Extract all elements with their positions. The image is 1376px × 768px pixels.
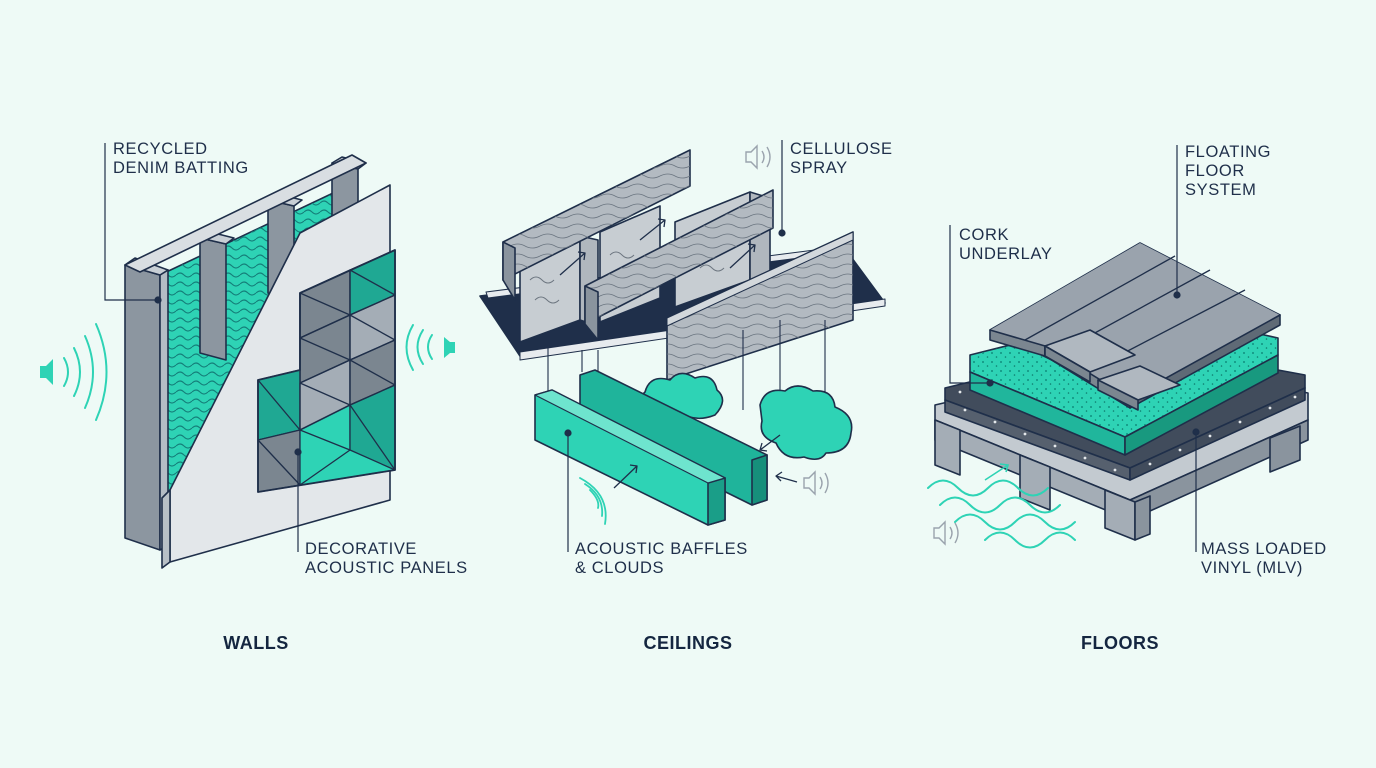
label-recycled-denim-batting: RECYCLED DENIM BATTING bbox=[113, 140, 249, 177]
section-title-ceilings: CEILINGS bbox=[643, 633, 733, 653]
label-cork-underlay: CORK UNDERLAY bbox=[959, 226, 1053, 263]
arrow-icon bbox=[559, 218, 756, 276]
ceiling-assembly bbox=[479, 149, 886, 526]
top-plate bbox=[124, 154, 367, 273]
speaker-icon bbox=[40, 359, 53, 385]
floor-assembly bbox=[934, 242, 1309, 541]
stud bbox=[199, 237, 227, 361]
arrow-icon bbox=[613, 434, 798, 489]
arrow-icon bbox=[984, 463, 1010, 481]
section-title-walls: WALLS bbox=[223, 633, 289, 653]
sound-wave-icon bbox=[63, 323, 108, 421]
section-title-floors: FLOORS bbox=[1081, 633, 1159, 653]
acoustic-cloud bbox=[759, 385, 853, 461]
sound-wave-icon bbox=[927, 479, 1076, 549]
speaker-icon bbox=[933, 520, 959, 546]
speaker-icon bbox=[745, 144, 771, 170]
speaker-icon bbox=[803, 470, 829, 496]
sound-wave-icon bbox=[579, 477, 607, 525]
label-cellulose-spray: CELLULOSE SPRAY bbox=[790, 140, 893, 177]
decorative-acoustic-panels bbox=[257, 249, 396, 493]
speaker-icon bbox=[444, 337, 455, 358]
label-floating-floor-system: FLOATING FLOOR SYSTEM bbox=[1185, 143, 1272, 199]
label-mass-loaded-vinyl: MASS LOADED VINYL (MLV) bbox=[1201, 540, 1327, 577]
label-acoustic-baffles-clouds: ACOUSTIC BAFFLES & CLOUDS bbox=[575, 540, 748, 577]
label-decorative-acoustic-panels: DECORATIVE ACOUSTIC PANELS bbox=[305, 540, 468, 577]
wall-assembly bbox=[124, 154, 396, 569]
sound-wave-icon bbox=[405, 324, 433, 371]
stud bbox=[124, 264, 161, 551]
